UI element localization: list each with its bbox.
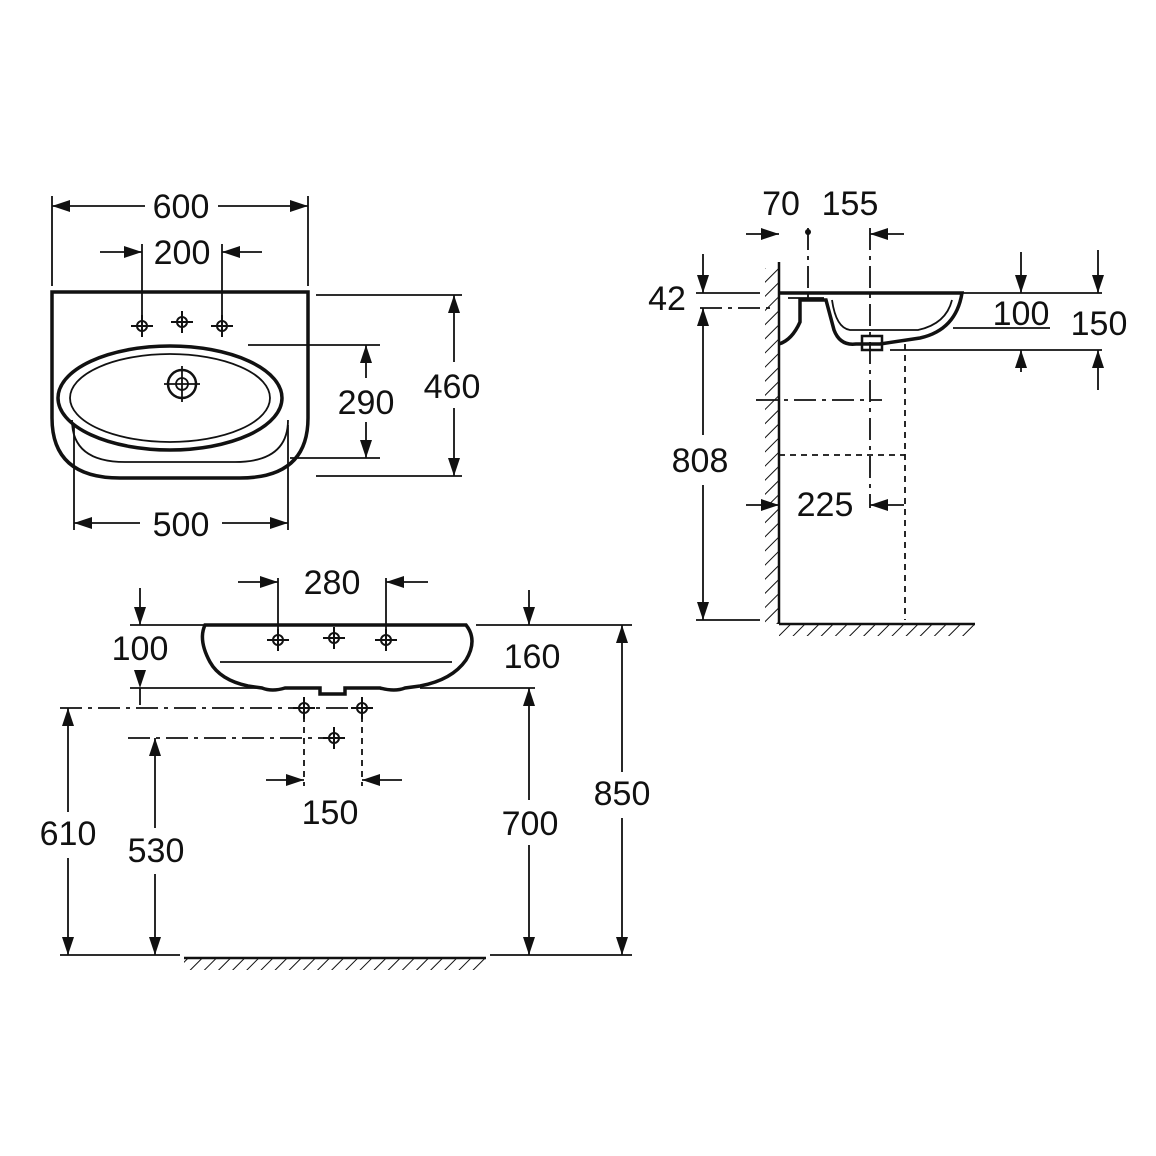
side-view: 70 155 42 808 225 100 150 [648,185,1127,636]
dim-160: 160 [504,638,561,676]
bowl-inner [69,353,271,443]
front-view: 280 100 160 700 850 [40,564,651,970]
floor-hatch [184,958,486,970]
dim-610: 610 [40,815,97,853]
tap-hole-icon [322,626,346,650]
dim-100-side: 100 [993,295,1050,333]
bowl-outline [56,344,284,452]
dim-530: 530 [128,832,185,870]
dim-500: 500 [153,506,210,544]
dim-290: 290 [338,384,395,422]
dim-460: 460 [424,368,481,406]
supply-point-icon [350,696,374,720]
dim-100-front: 100 [112,630,169,668]
drain-icon [164,366,200,402]
dim-200: 200 [154,234,211,272]
tap-hole-icon [374,628,398,652]
dim-70: 70 [762,185,800,223]
dim-42: 42 [648,280,686,318]
wall-hatch [765,268,779,624]
dim-155: 155 [822,185,879,223]
top-view: 600 200 290 460 500 [50,188,481,544]
tap-hole-icon [170,310,194,334]
basin-side-profile [778,291,965,346]
tap-hole-icon [210,314,234,338]
dim-225: 225 [797,486,854,524]
basin-outline [50,290,310,480]
dim-850: 850 [594,775,651,813]
dim-808: 808 [672,442,729,480]
supply-point-icon [322,726,346,750]
dim-150-side: 150 [1071,305,1128,343]
tap-hole-icon [266,628,290,652]
tap-hole-icon [130,314,154,338]
basin-inner-rim [71,419,289,463]
dim-600: 600 [153,188,210,226]
dim-150-front: 150 [302,794,359,832]
supply-point-icon [292,696,316,720]
floor-hatch [779,624,975,636]
dim-700: 700 [502,805,559,843]
dim-280: 280 [304,564,361,602]
basin-front-profile [200,623,474,696]
